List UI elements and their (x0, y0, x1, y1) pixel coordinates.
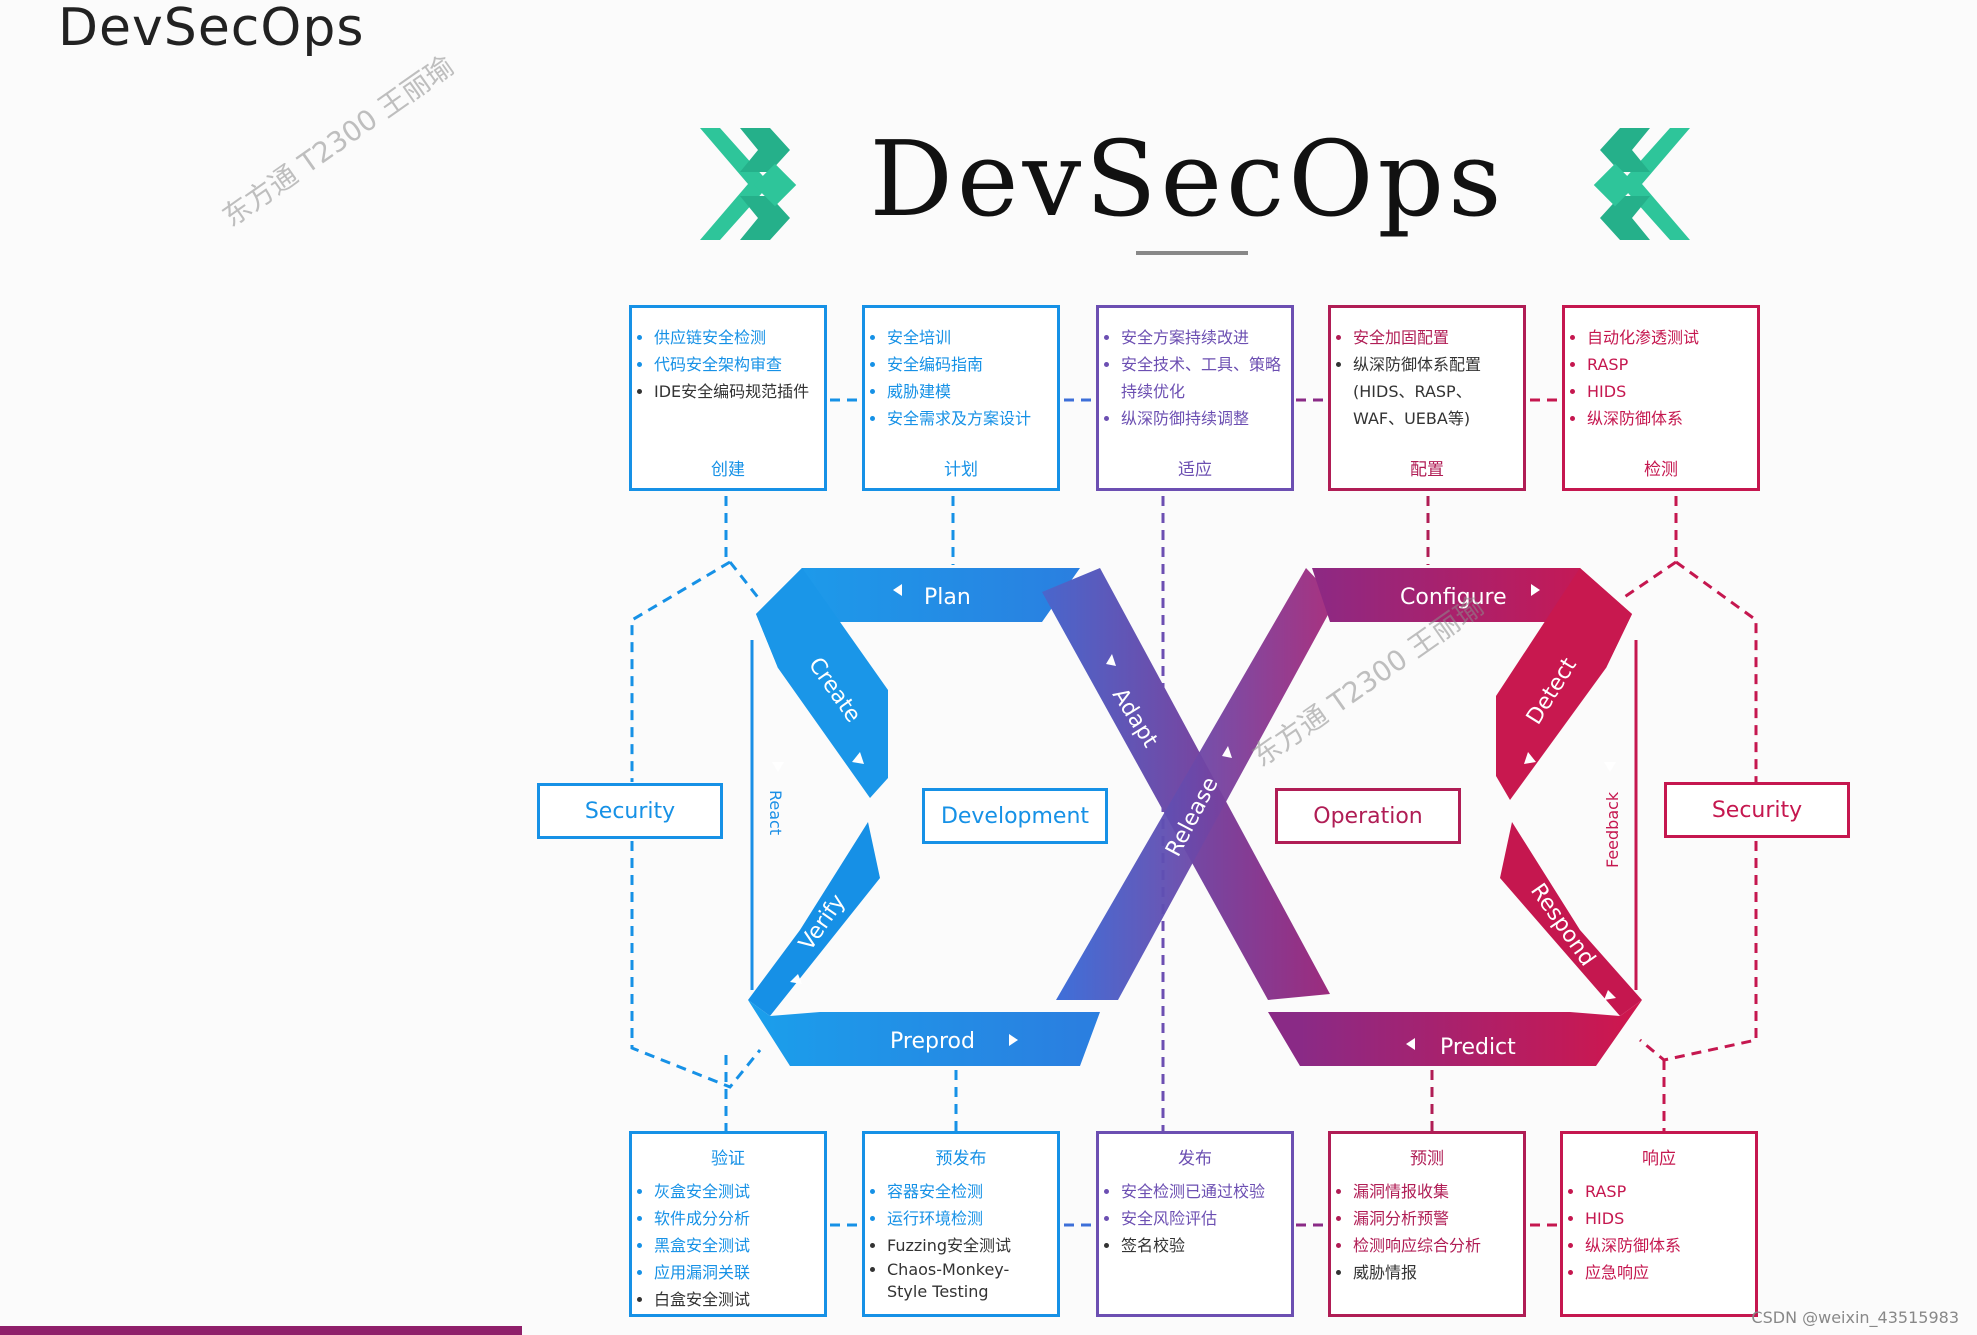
ribbon-verify (748, 822, 880, 1016)
ribbon-create (756, 568, 888, 798)
csdn-credit: CSDN @weixin_43515983 (1751, 1308, 1959, 1327)
box-caption: 检测 (1644, 460, 1678, 480)
top-box-adapt: 安全方案持续改进安全技术、工具、策略持续优化纵深防御持续调整 适应 (1096, 305, 1294, 491)
ribbon-plan (756, 568, 1080, 668)
header-title: DevSecOps (58, 0, 365, 58)
diagram-title: DevSecOps (869, 118, 1506, 240)
bottom-box-respond: 响应 RASPHIDS纵深防御体系应急响应 (1560, 1131, 1758, 1317)
top-box-create: 供应链安全检测代码安全架构审查IDE安全编码规范插件 创建 (629, 305, 827, 491)
operation-label: Operation (1275, 788, 1461, 844)
ribbon-release (1056, 568, 1336, 1000)
direction-arrows (772, 584, 1616, 1050)
stage-label-react: React (766, 790, 785, 835)
ribbon-preprod (748, 1000, 1100, 1066)
ribbon-configure (1312, 568, 1632, 668)
top-box-plan: 安全培训安全编码指南威胁建模安全需求及方案设计 计划 (862, 305, 1060, 491)
top-box-configure: 安全加固配置纵深防御体系配置(HIDS、RASP、WAF、UEBA等) 配置 (1328, 305, 1526, 491)
security-left-label: Security (537, 783, 723, 839)
box-caption: 创建 (711, 460, 745, 480)
box-caption: 配置 (1410, 460, 1444, 480)
stage-label-predict: Predict (1440, 1035, 1516, 1060)
box-caption: 验证 (711, 1149, 745, 1169)
ribbon-predict (1268, 1000, 1642, 1066)
development-label: Development (922, 788, 1108, 844)
box-caption: 发布 (1178, 1149, 1212, 1169)
stage-label-respond: Respond (1525, 879, 1600, 971)
chevron-logo-left-icon (700, 128, 797, 240)
ribbon-respond (1500, 822, 1642, 1016)
box-caption: 计划 (944, 460, 978, 480)
box-caption: 响应 (1642, 1149, 1676, 1169)
bottom-box-preprod: 预发布 容器安全检测运行环境检测Fuzzing安全测试Chaos-Monkey-… (862, 1131, 1060, 1317)
top-box-detect: 自动化渗透测试RASPHIDS纵深防御体系 检测 (1562, 305, 1760, 491)
stage-label-preprod: Preprod (890, 1029, 975, 1054)
bottom-box-predict: 预测 漏洞情报收集漏洞分析预警检测响应综合分析威胁情报 (1328, 1131, 1526, 1317)
chevron-logo-right-icon (1593, 128, 1690, 240)
box-caption: 适应 (1178, 460, 1212, 480)
bottom-box-release: 发布 安全检测已通过校验安全风险评估签名校验 (1096, 1131, 1294, 1317)
dashed-connectors (630, 398, 1758, 1227)
stage-label-feedback: Feedback (1603, 791, 1622, 868)
bottom-box-verify: 验证 灰盒安全测试软件成分分析黑盒安全测试应用漏洞关联白盒安全测试 (629, 1131, 827, 1317)
security-right-label: Security (1664, 782, 1850, 838)
bottom-accent-bar (0, 1326, 522, 1335)
stage-label-plan: Plan (924, 585, 971, 610)
box-caption: 预测 (1410, 1149, 1444, 1169)
ribbon-detect (1496, 568, 1632, 800)
box-caption: 预发布 (935, 1149, 987, 1169)
stage-label-configure: Configure (1400, 585, 1507, 610)
